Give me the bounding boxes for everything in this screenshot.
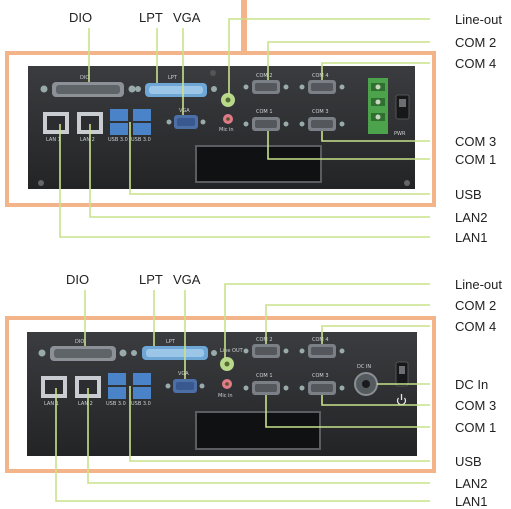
top-silk-lan1: LAN 1 xyxy=(46,137,61,143)
top-silk-lan2: LAN 2 xyxy=(80,137,95,143)
bottom-label-lan2: LAN2 xyxy=(455,476,488,491)
bottom-dc-in-jack: DC IN xyxy=(354,364,378,396)
top-silk-lpt: LPT xyxy=(168,75,178,81)
top-label-line-out: Line-out xyxy=(455,12,502,27)
top-com2-port: COM 2 xyxy=(243,73,289,94)
bottom-mic-jack: Mic in xyxy=(218,379,233,399)
bottom-silk-usb-a: USB 3.0 xyxy=(106,401,126,407)
bottom-expansion-slot xyxy=(195,411,321,450)
top-label-com4: COM 4 xyxy=(455,56,497,71)
bottom-label-com2: COM 2 xyxy=(455,298,497,313)
top-silk-dio: DIO xyxy=(80,75,89,81)
top-label-lan1: LAN1 xyxy=(455,230,488,245)
top-expansion-slot xyxy=(195,145,322,183)
bottom-silk-dio: DIO xyxy=(75,339,84,345)
top-dc-terminal-block xyxy=(368,78,388,134)
top-silk-vga: VGA xyxy=(179,108,190,114)
top-line-out-jack xyxy=(221,93,235,107)
bottom-silk-lpt: LPT xyxy=(166,339,176,345)
bottom-panel: DIO LPT VGA Line OUT Mic in xyxy=(5,283,436,502)
top-frame-tab xyxy=(241,0,247,54)
bottom-silk-com1: COM 1 xyxy=(256,373,273,379)
top-mic-jack: Mic in xyxy=(219,114,234,133)
bottom-com2-port: COM 2 xyxy=(243,337,289,358)
bottom-label-com3: COM 3 xyxy=(455,398,497,413)
bottom-label-lpt: LPT xyxy=(139,272,163,287)
top-usb-ports: USB 3.0 USB 3.0 xyxy=(108,109,151,143)
top-silk-pwr: PWR xyxy=(394,131,406,137)
top-silk-com3: COM 3 xyxy=(312,109,329,115)
bottom-vga-port: VGA xyxy=(165,371,205,393)
bottom-label-line-out: Line-out xyxy=(455,277,502,292)
bottom-silk-lan2: LAN 2 xyxy=(78,401,93,407)
top-frame xyxy=(5,51,436,207)
bottom-line-out-jack: Line OUT xyxy=(220,348,244,371)
top-com1-port: COM 1 xyxy=(243,109,289,131)
bottom-silk-com4: COM 4 xyxy=(312,337,329,343)
bottom-silk-usb-b: USB 3.0 xyxy=(131,401,151,407)
bottom-frame xyxy=(5,316,436,473)
bottom-silk-lan1: LAN 1 xyxy=(44,401,59,407)
bottom-lpt-port: LPT xyxy=(131,339,217,360)
bottom-silk-dc-in: DC IN xyxy=(357,364,371,370)
top-leader-lines xyxy=(59,18,430,238)
bottom-dio-port: DIO xyxy=(38,339,127,361)
bottom-leader-lines xyxy=(55,283,430,502)
bottom-label-lan1: LAN1 xyxy=(455,494,488,509)
top-vga-port: VGA xyxy=(166,108,206,129)
top-label-dio: DIO xyxy=(69,10,93,25)
bottom-silk-com2: COM 2 xyxy=(256,337,273,343)
bottom-silk-vga: VGA xyxy=(178,371,189,377)
bottom-label-com4: COM 4 xyxy=(455,319,497,334)
bottom-lan2-port: LAN 2 xyxy=(75,376,101,407)
bottom-com1-port: COM 1 xyxy=(243,373,289,395)
bottom-power-switch xyxy=(395,361,409,406)
bottom-silk-mic: Mic in xyxy=(218,393,233,399)
bottom-label-vga: VGA xyxy=(173,272,201,287)
top-lan2-port: LAN 2 xyxy=(77,112,103,143)
top-silk-mic: Mic in xyxy=(219,127,234,133)
bottom-label-com1: COM 1 xyxy=(455,420,497,435)
top-silk-com2: COM 2 xyxy=(256,73,273,79)
top-com4-port: COM 4 xyxy=(299,73,345,94)
top-label-lan2: LAN2 xyxy=(455,210,488,225)
top-silk-usb-b: USB 3.0 xyxy=(131,137,151,143)
top-silk-com1: COM 1 xyxy=(256,109,273,115)
top-com3-port: COM 3 xyxy=(299,109,345,131)
bottom-label-usb: USB xyxy=(455,454,482,469)
bottom-usb-ports: USB 3.0 USB 3.0 xyxy=(106,373,151,407)
top-label-com2: COM 2 xyxy=(455,35,497,50)
top-label-vga: VGA xyxy=(173,10,201,25)
top-label-com3: COM 3 xyxy=(455,134,497,149)
bottom-com3-port: COM 3 xyxy=(299,373,345,395)
bottom-com4-port: COM 4 xyxy=(299,337,345,358)
top-label-com1: COM 1 xyxy=(455,152,497,167)
top-dio-port: DIO xyxy=(40,75,136,97)
top-lpt-port: LPT xyxy=(135,75,217,97)
top-power-switch: PWR xyxy=(394,94,410,137)
top-silk-com4: COM 4 xyxy=(312,73,329,79)
bottom-label-dio: DIO xyxy=(66,272,90,287)
bottom-lan1-port: LAN 1 xyxy=(41,376,67,407)
top-label-lpt: LPT xyxy=(139,10,163,25)
bottom-silk-line-out: Line OUT xyxy=(220,348,244,354)
bottom-silk-com3: COM 3 xyxy=(312,373,329,379)
top-panel: DIO LPT VGA Mic in xyxy=(5,0,436,238)
top-silk-usb-a: USB 3.0 xyxy=(108,137,128,143)
bottom-label-dc-in: DC In xyxy=(455,377,489,392)
top-label-usb: USB xyxy=(455,187,482,202)
